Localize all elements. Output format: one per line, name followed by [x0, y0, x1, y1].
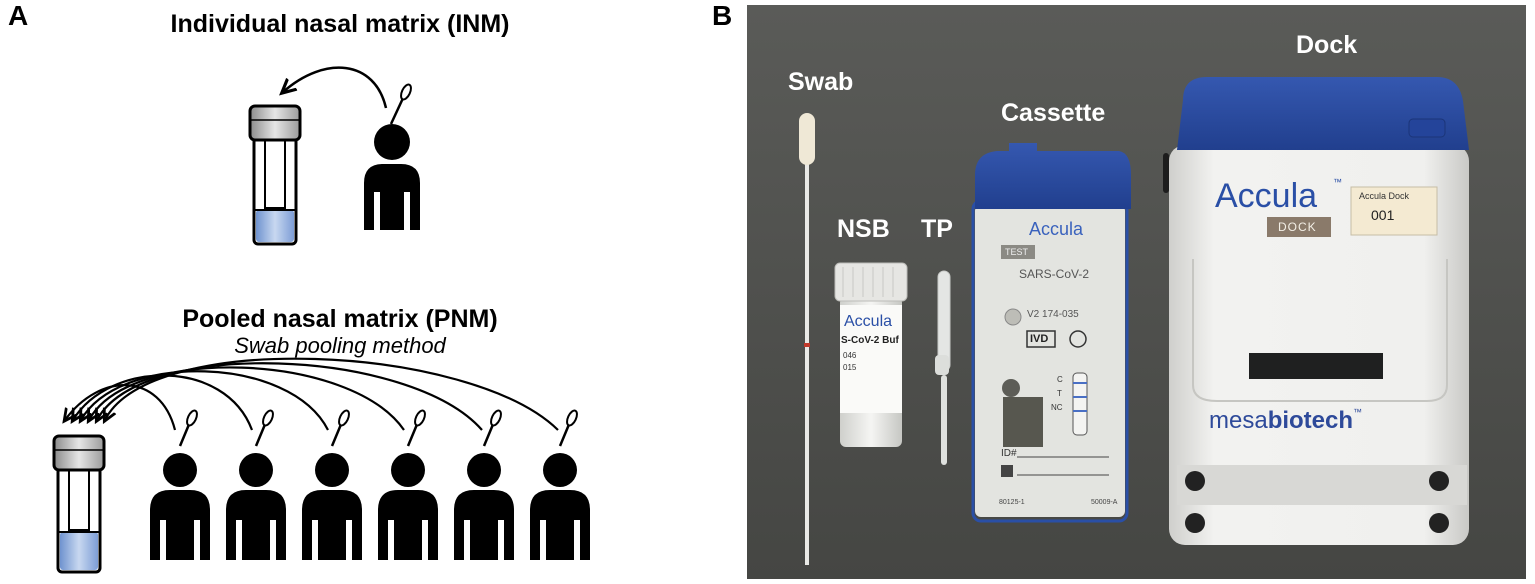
panel-a-illustration [52, 66, 590, 574]
swab-device [799, 113, 815, 565]
pnm-subtitle: Swab pooling method [234, 333, 446, 358]
dock-sticker-title: Accula Dock [1359, 191, 1410, 201]
pnm-person-icon [150, 409, 210, 560]
pnm-person-icon [454, 409, 514, 560]
panel-letter-b: B [712, 0, 733, 31]
dock-badge: DOCK [1278, 220, 1317, 234]
label-cassette: Cassette [1001, 99, 1106, 127]
cassette-id-field: ID# [1001, 448, 1017, 459]
inm-sample-tube-icon [248, 104, 302, 246]
panel-a: A Individual nasal matrix (INM) Pooled n… [0, 0, 720, 584]
cassette-part-2: 50009-A [1091, 499, 1118, 506]
panel-b-photo: Swab NSB TP Cassette Dock Accula S-CoV-2… [747, 5, 1526, 579]
dock-device [1163, 77, 1469, 545]
cassette-c-mark: C [1057, 375, 1063, 384]
tube-brand: Accula [844, 313, 893, 330]
panel-letter-a: A [8, 0, 29, 31]
cassette-ivd: IVD [1030, 333, 1049, 345]
pnm-people [150, 409, 590, 560]
nsb-buffer-tube [834, 262, 908, 447]
cassette-nc-mark: NC [1051, 403, 1063, 412]
cassette-test-badge: TEST [1005, 247, 1029, 257]
pnm-person-icon [226, 409, 286, 560]
pnm-sample-tube-icon [52, 434, 106, 574]
cassette-lot: V2 174-035 [1027, 309, 1079, 320]
tube-code-1: 046 [843, 351, 857, 360]
dock-maker-part-b: biotech [1267, 407, 1354, 434]
pnm-person-icon [530, 409, 590, 560]
pnm-person-icon [302, 409, 362, 560]
cassette-t-mark: T [1057, 389, 1062, 398]
label-tp: TP [921, 215, 953, 243]
label-nsb: NSB [837, 215, 890, 243]
dock-maker-part-a: mesa [1209, 407, 1268, 434]
inm-title: Individual nasal matrix (INM) [170, 10, 510, 38]
cassette-brand: Accula [1029, 219, 1084, 239]
inm-swab-icon [389, 83, 412, 125]
tp-transfer-pipette [935, 270, 951, 465]
label-swab: Swab [788, 68, 854, 96]
pnm-arrows [65, 357, 559, 431]
dock-sticker-number: 001 [1371, 207, 1395, 223]
cassette-part-1: 80125-1 [999, 499, 1025, 506]
tube-label-line: S-CoV-2 Buf [841, 335, 899, 346]
tube-code-2: 015 [843, 363, 857, 372]
inm-person-icon [364, 124, 420, 230]
dock-brand: Accula [1215, 177, 1318, 215]
inm-arrow [283, 66, 388, 109]
dock-maker-tm: ™ [1353, 407, 1363, 417]
dock-brand-tm: ™ [1333, 177, 1342, 187]
cassette-device [971, 143, 1131, 523]
pnm-title: Pooled nasal matrix (PNM) [182, 305, 498, 333]
panel-b-devices [747, 5, 1526, 579]
dock-maker: mesabiotech™ [1209, 407, 1362, 435]
label-dock: Dock [1296, 31, 1358, 59]
pnm-person-icon [378, 409, 438, 560]
cassette-assay: SARS-CoV-2 [1019, 267, 1090, 281]
